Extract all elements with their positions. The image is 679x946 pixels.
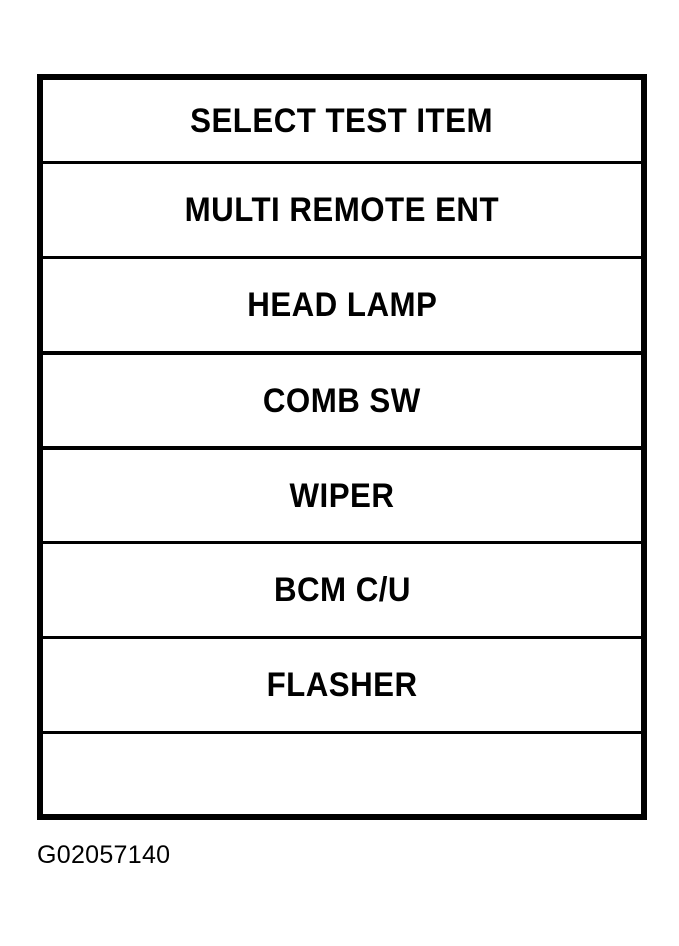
- select-test-item-menu: SELECT TEST ITEM MULTI REMOTE ENT HEAD L…: [37, 74, 647, 820]
- figure-id-caption: G02057140: [37, 841, 171, 869]
- menu-row-blank[interactable]: [43, 731, 641, 814]
- menu-item-multi-remote-ent[interactable]: MULTI REMOTE ENT: [43, 161, 641, 256]
- menu-row-label: FLASHER: [266, 666, 418, 704]
- menu-item-head-lamp[interactable]: HEAD LAMP: [43, 256, 641, 351]
- menu-row-label: MULTI REMOTE ENT: [184, 191, 500, 229]
- menu-item-bcm-cu[interactable]: BCM C/U: [43, 541, 641, 636]
- menu-row-label: COMB SW: [263, 381, 421, 420]
- menu-row-label: WIPER: [289, 476, 395, 515]
- menu-row-label: HEAD LAMP: [246, 286, 438, 324]
- menu-row-label: BCM C/U: [273, 571, 411, 609]
- menu-item-comb-sw[interactable]: COMB SW: [43, 351, 641, 446]
- menu-item-flasher[interactable]: FLASHER: [43, 636, 641, 731]
- menu-item-wiper[interactable]: WIPER: [43, 446, 641, 541]
- menu-row-label: SELECT TEST ITEM: [190, 101, 494, 140]
- menu-row-title[interactable]: SELECT TEST ITEM: [43, 80, 641, 161]
